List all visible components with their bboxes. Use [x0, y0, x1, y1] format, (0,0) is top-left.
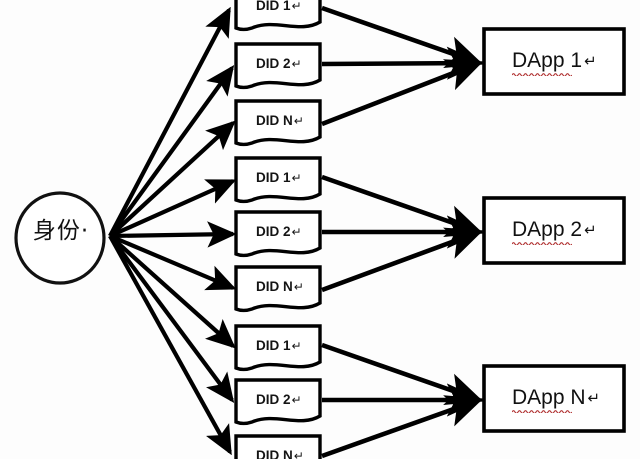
did-node-3-1[interactable] [234, 324, 322, 372]
did-node-1-1[interactable] [234, 0, 322, 32]
did-node-1-3[interactable] [234, 99, 322, 147]
edge-identity-to-did-1-2 [108, 65, 235, 238]
edge-did-1-3-to-dapp-1 [321, 59, 484, 127]
identity-to-did-edges [108, 6, 237, 456]
dapp-nodes [482, 27, 626, 433]
edge-did-3-1-to-dapp-n [321, 342, 484, 405]
dapp-node-n[interactable] [482, 364, 626, 433]
edge-identity-to-did-3-2 [108, 234, 235, 403]
did-nodes [234, 0, 322, 459]
edge-identity-to-did-1-3 [108, 120, 236, 238]
edge-did-3-3-to-dapp-n [321, 395, 484, 459]
edge-identity-to-did-2-3 [109, 234, 237, 291]
edge-did-1-2-to-dapp-1 [321, 46, 484, 80]
edge-identity-to-did-2-1 [109, 179, 237, 238]
dapp-node-2[interactable] [482, 196, 626, 265]
edge-identity-to-did-3-1 [108, 234, 236, 349]
did-node-2-3[interactable] [234, 265, 322, 313]
did-node-1-2[interactable] [234, 42, 322, 90]
did-node-3-2[interactable] [234, 378, 322, 426]
did-node-3-3[interactable] [234, 434, 322, 459]
edge-identity-to-did-1-1 [108, 6, 231, 237]
did-to-dapp-edges [321, 5, 484, 459]
edge-did-2-3-to-dapp-2 [321, 227, 484, 293]
edge-identity-to-did-3-3 [108, 234, 232, 456]
did-node-2-1[interactable] [234, 156, 322, 204]
identity-node-ellipse[interactable] [14, 191, 106, 285]
dapp-node-1[interactable] [482, 27, 626, 96]
edge-did-2-1-to-dapp-2 [321, 174, 484, 237]
edge-identity-to-did-2-2 [109, 221, 237, 248]
did-node-2-2[interactable] [234, 210, 322, 258]
edge-did-1-1-to-dapp-1 [321, 5, 484, 68]
